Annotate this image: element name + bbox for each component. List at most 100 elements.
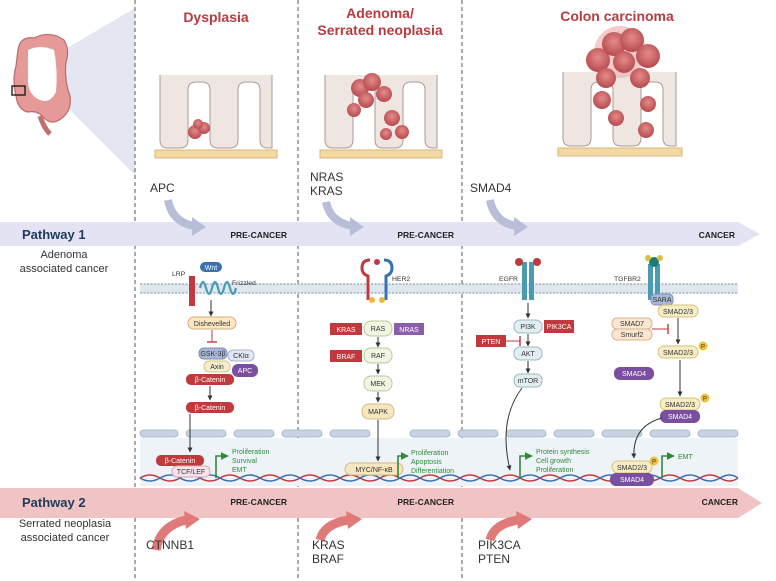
mapk-node — [361, 403, 395, 420]
smad4-label-a: SMAD4 — [622, 371, 646, 378]
phospho-label-2: P — [703, 397, 707, 403]
rectum — [37, 115, 52, 136]
smad4-label-b: SMAD4 — [668, 414, 692, 421]
beta-catenin-node-1 — [186, 374, 234, 385]
cell-membrane — [140, 283, 738, 294]
sara-label: SARA — [652, 297, 671, 304]
tgfb-pathway: TGFBR2 SARA SMAD2/3 SMAD7 Smurf2 SMAD2/3… — [610, 255, 710, 486]
pathway2-arrow-2 — [315, 515, 349, 542]
phospho-label-3: P — [652, 460, 656, 466]
pathway1-gene-kras: KRAS — [310, 184, 343, 198]
smurf2-label: Smurf2 — [621, 332, 644, 339]
pathway2-arrowhead-1 — [184, 511, 200, 529]
pathway2-sub-line2: associated cancer — [21, 532, 110, 544]
beta-catenin-label-1: β-Catenin — [195, 377, 226, 384]
lrp-label: LRP — [172, 271, 186, 278]
ras-label: RAS — [371, 326, 386, 333]
phospho-2 — [700, 393, 710, 403]
egfr-outcome-1: Protein synthesis — [536, 449, 590, 456]
tgfbr2-receptor-right — [655, 264, 660, 300]
wnt-outcome-2: Survival — [232, 458, 257, 465]
smad23-label-c: SMAD2/3 — [665, 402, 695, 409]
pathway1-arrow-3 — [486, 199, 517, 230]
braf-label: BRAF — [337, 354, 356, 361]
axin-label: Axin — [210, 364, 224, 371]
smad23-label-b: SMAD2/3 — [663, 350, 693, 357]
zoom-cone — [30, 8, 135, 175]
pathway2-gene-kras: KRAS — [312, 538, 345, 552]
phospho-1 — [698, 341, 708, 351]
mek-label: MEK — [370, 381, 386, 388]
nras-node — [394, 323, 424, 335]
pathway1-arrow-1 — [164, 199, 195, 230]
pathway2-pre-cancer-1: PRE-CANCER — [230, 497, 287, 507]
phospho-3 — [649, 456, 659, 466]
mapk-label: MAPK — [368, 409, 388, 416]
her2-receptor-left — [360, 258, 371, 300]
akt-node — [513, 346, 543, 361]
pathway1-pre-cancer-1: PRE-CANCER — [230, 230, 287, 240]
pathway2-arrow-3 — [485, 515, 519, 542]
pten-node — [476, 335, 506, 347]
pathway2-pre-cancer-2: PRE-CANCER — [397, 497, 454, 507]
smad23-label-d: SMAD2/3 — [617, 465, 647, 472]
egfr-receptor-right — [529, 262, 534, 300]
axin-node — [203, 360, 231, 373]
pathway1-gene-nras: NRAS — [310, 170, 343, 184]
ckia-label: CKIα — [233, 353, 249, 360]
ras-node — [363, 320, 393, 337]
pathway2-gene-braf: BRAF — [312, 552, 344, 566]
beta-catenin-label-3: β-Catenin — [165, 458, 196, 465]
pathway2-arrowhead-2 — [346, 511, 362, 529]
myc-nfkb-node — [344, 462, 404, 476]
beta-catenin-node-3 — [156, 455, 204, 466]
apc-node — [232, 364, 258, 377]
mtor-label: mTOR — [518, 378, 538, 385]
tgfb-outcome-emt: EMT — [678, 454, 694, 461]
smad23-node-a — [657, 304, 699, 318]
pathway1-pre-cancer-2: PRE-CANCER — [397, 230, 454, 240]
stage-title-dysplasia: Dysplasia — [183, 9, 249, 25]
pathway1-sub-line1: Adenoma — [40, 249, 88, 261]
pathway1-cancer: CANCER — [699, 230, 735, 240]
dishevelled-label: Dishevelled — [194, 321, 230, 328]
pathway1-gene-smad4: SMAD4 — [470, 181, 512, 195]
wnt-outcome-1: Proliferation — [232, 449, 269, 456]
colon-illustration — [11, 8, 135, 175]
pi3k-label: PI3K — [520, 324, 536, 331]
crypt-dysplasia — [154, 75, 278, 159]
crypt-adenoma — [319, 73, 443, 159]
pathway1-band: Pathway 1 Adenoma associated cancer PRE-… — [0, 222, 760, 275]
smurf2-node — [611, 328, 653, 341]
raf-node — [363, 347, 393, 364]
lrp-receptor — [189, 276, 195, 306]
wnt-ligand — [200, 262, 222, 272]
wnt-outcome-3: EMT — [232, 467, 248, 474]
stage-title-adenoma-line2: Serrated neoplasia — [317, 22, 442, 38]
egfr-receptor-left — [522, 262, 527, 300]
phospho-label-1: P — [701, 345, 705, 351]
pathway2-gene-pik3ca: PIK3CA — [478, 538, 521, 552]
stage-title-adenoma-line1: Adenoma/ — [346, 5, 414, 21]
pathway2-gene-ctnnb1: CTNNB1 — [146, 538, 194, 552]
smad23-node-b — [657, 345, 699, 359]
beta-catenin-node-2 — [186, 402, 234, 413]
kras-label: KRAS — [336, 327, 355, 334]
sample-box — [11, 85, 26, 96]
pik3ca-label: PIK3CA — [547, 324, 572, 331]
pathway2-arrow-1 — [151, 515, 188, 551]
tcf-lef-node — [171, 465, 211, 478]
wnt-label: Wnt — [205, 265, 218, 272]
pathway1-gene-apc: APC — [150, 181, 175, 195]
egfr-pathway: EGFR PI3K PIK3CA PTEN AKT mTOR Protein s… — [476, 258, 590, 478]
beta-catenin-label-2: β-Catenin — [195, 405, 226, 412]
frizzled-label: Frizzled — [232, 280, 256, 287]
her2-label: HER2 — [392, 276, 410, 283]
her2-receptor-right — [383, 258, 394, 300]
gsk3b-label: GSK-3β — [200, 351, 225, 358]
smad4-node-c — [610, 473, 654, 486]
tgfbr2-label: TGFBR2 — [614, 276, 641, 283]
dishevelled-node — [187, 316, 237, 330]
pathway1-arrowhead-3 — [514, 217, 528, 236]
her2-outcome-2: Apoptosis — [411, 459, 442, 466]
